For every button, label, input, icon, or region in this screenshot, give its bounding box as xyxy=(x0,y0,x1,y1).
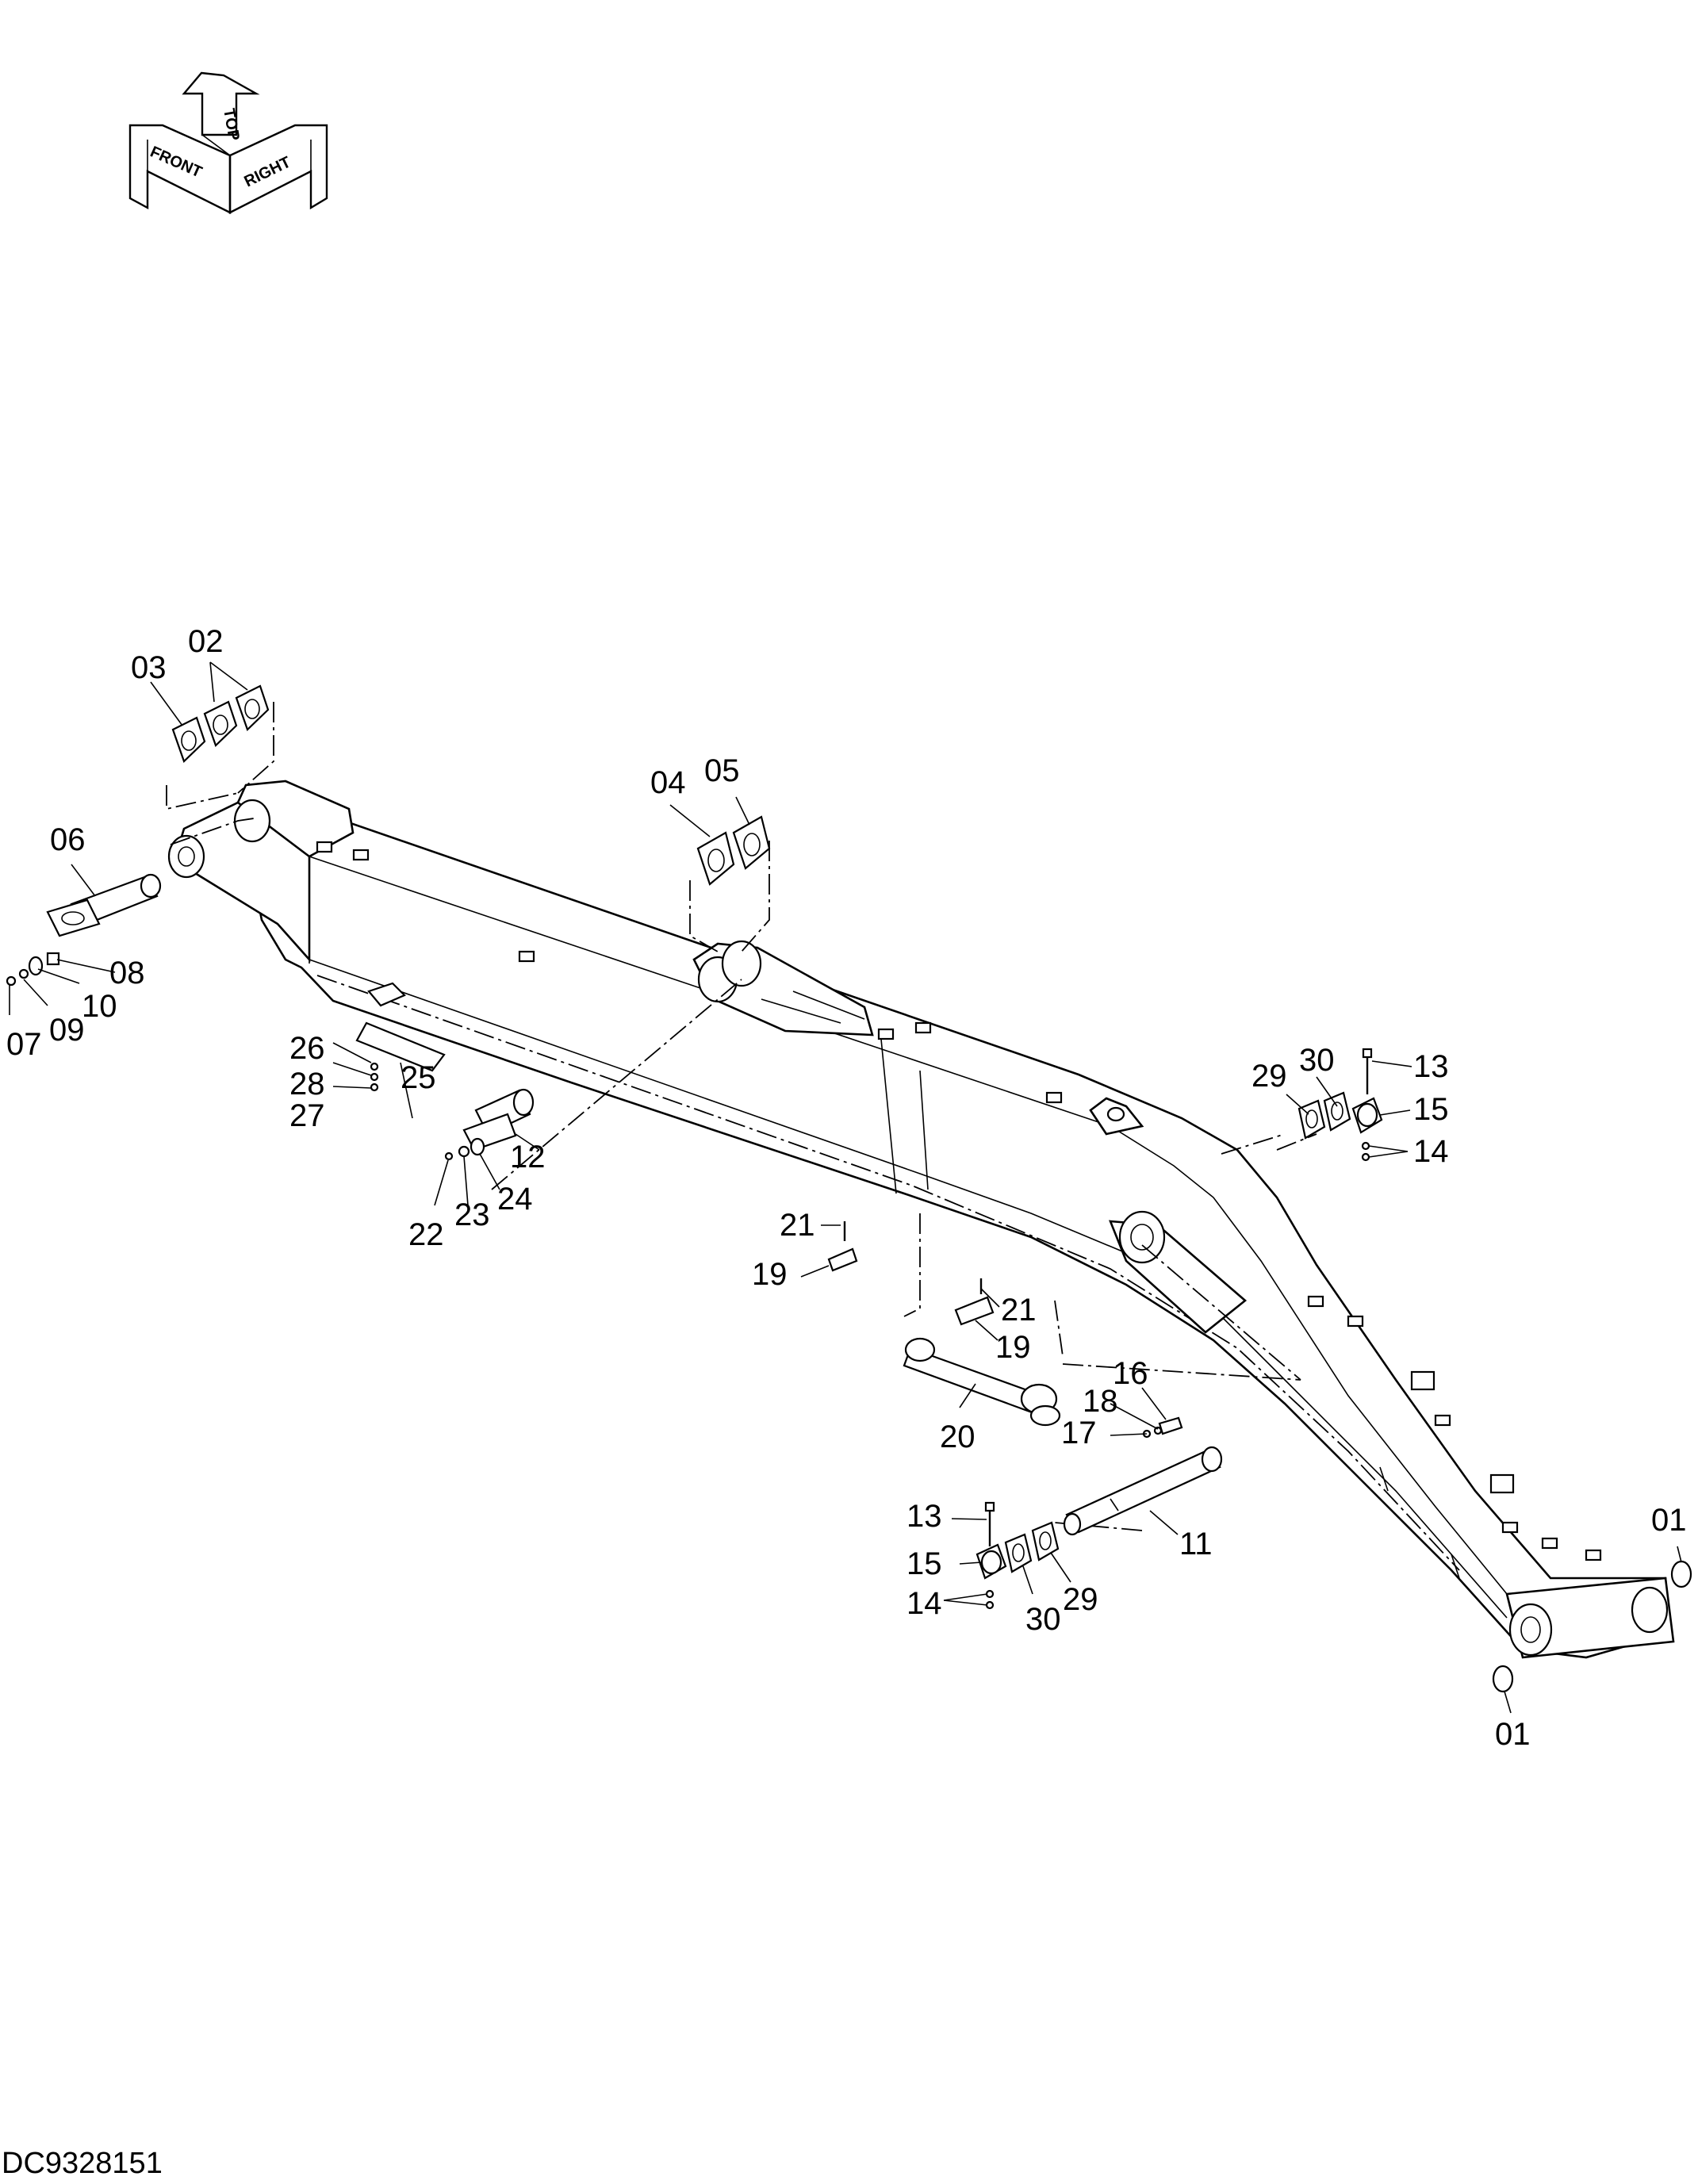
callout-30-upper: 30 xyxy=(1299,1043,1335,1078)
callout-11: 11 xyxy=(1179,1527,1213,1561)
hardware-13-15-29-30-upper xyxy=(1297,1048,1383,1162)
callout-18: 18 xyxy=(1083,1384,1118,1419)
hardware-13-15-29-30-lower xyxy=(975,1501,1060,1610)
callout-06: 06 xyxy=(50,822,86,857)
callout-08: 08 xyxy=(109,956,145,990)
callout-01-bottom: 01 xyxy=(1495,1717,1531,1752)
callout-14-lower: 14 xyxy=(906,1586,942,1621)
assembly-lines xyxy=(166,702,1317,1539)
callout-05: 05 xyxy=(704,753,740,788)
hardware-16-18 xyxy=(1142,1416,1183,1439)
pin-11 xyxy=(1063,1446,1223,1536)
callout-13-lower: 13 xyxy=(906,1499,942,1534)
callout-12: 12 xyxy=(510,1140,546,1174)
callout-03: 03 xyxy=(131,650,167,685)
pin-19-21-lower xyxy=(954,1278,995,1326)
callout-17: 17 xyxy=(1061,1416,1097,1450)
drawing-code: DC9328151 xyxy=(2,2147,163,2180)
callout-19-upper: 19 xyxy=(752,1257,788,1292)
callout-14-upper: 14 xyxy=(1413,1134,1449,1169)
callout-09: 09 xyxy=(49,1013,85,1048)
callout-22: 22 xyxy=(408,1217,444,1252)
callout-07: 07 xyxy=(6,1027,42,1062)
callout-16: 16 xyxy=(1113,1356,1148,1391)
boom-assembly xyxy=(167,780,1675,1659)
hardware-07-10 xyxy=(6,952,60,987)
orientation-arrows-icon: FRONT TOP RIGHT xyxy=(128,71,328,214)
callout-30-lower: 30 xyxy=(1025,1602,1061,1637)
callout-21-upper: 21 xyxy=(780,1208,815,1243)
callout-10: 10 xyxy=(82,989,117,1024)
callout-25: 25 xyxy=(401,1060,436,1095)
callout-13-upper: 13 xyxy=(1413,1049,1449,1084)
callout-29-upper: 29 xyxy=(1251,1059,1287,1094)
plate-25 xyxy=(355,982,446,1092)
callout-21-lower: 21 xyxy=(1001,1293,1037,1328)
link-20 xyxy=(903,1337,1061,1427)
callout-labels: 03 02 04 05 06 08 10 09 07 26 28 25 27 1… xyxy=(6,624,1687,1752)
callout-27: 27 xyxy=(289,1098,325,1133)
callout-02: 02 xyxy=(188,624,224,659)
top-label: TOP xyxy=(220,107,243,142)
callout-04: 04 xyxy=(650,765,686,800)
shim-set-02-03 xyxy=(171,684,270,763)
callout-28: 28 xyxy=(289,1067,325,1102)
callout-20: 20 xyxy=(940,1420,975,1454)
callout-15-lower: 15 xyxy=(906,1546,942,1581)
callout-23: 23 xyxy=(454,1197,490,1232)
callout-26: 26 xyxy=(289,1031,325,1066)
o-rings-01 xyxy=(1492,1560,1692,1693)
callout-01-right: 01 xyxy=(1651,1503,1687,1538)
callout-29-lower: 29 xyxy=(1063,1582,1098,1617)
callout-19-lower: 19 xyxy=(995,1330,1031,1365)
callout-15-upper: 15 xyxy=(1413,1092,1449,1127)
leader-lines xyxy=(9,661,1682,1714)
pin-12 xyxy=(444,1088,535,1161)
callout-24: 24 xyxy=(497,1182,533,1217)
pin-06 xyxy=(46,873,162,937)
shim-set-04-05 xyxy=(696,815,771,886)
pin-19-21-upper xyxy=(827,1221,858,1272)
